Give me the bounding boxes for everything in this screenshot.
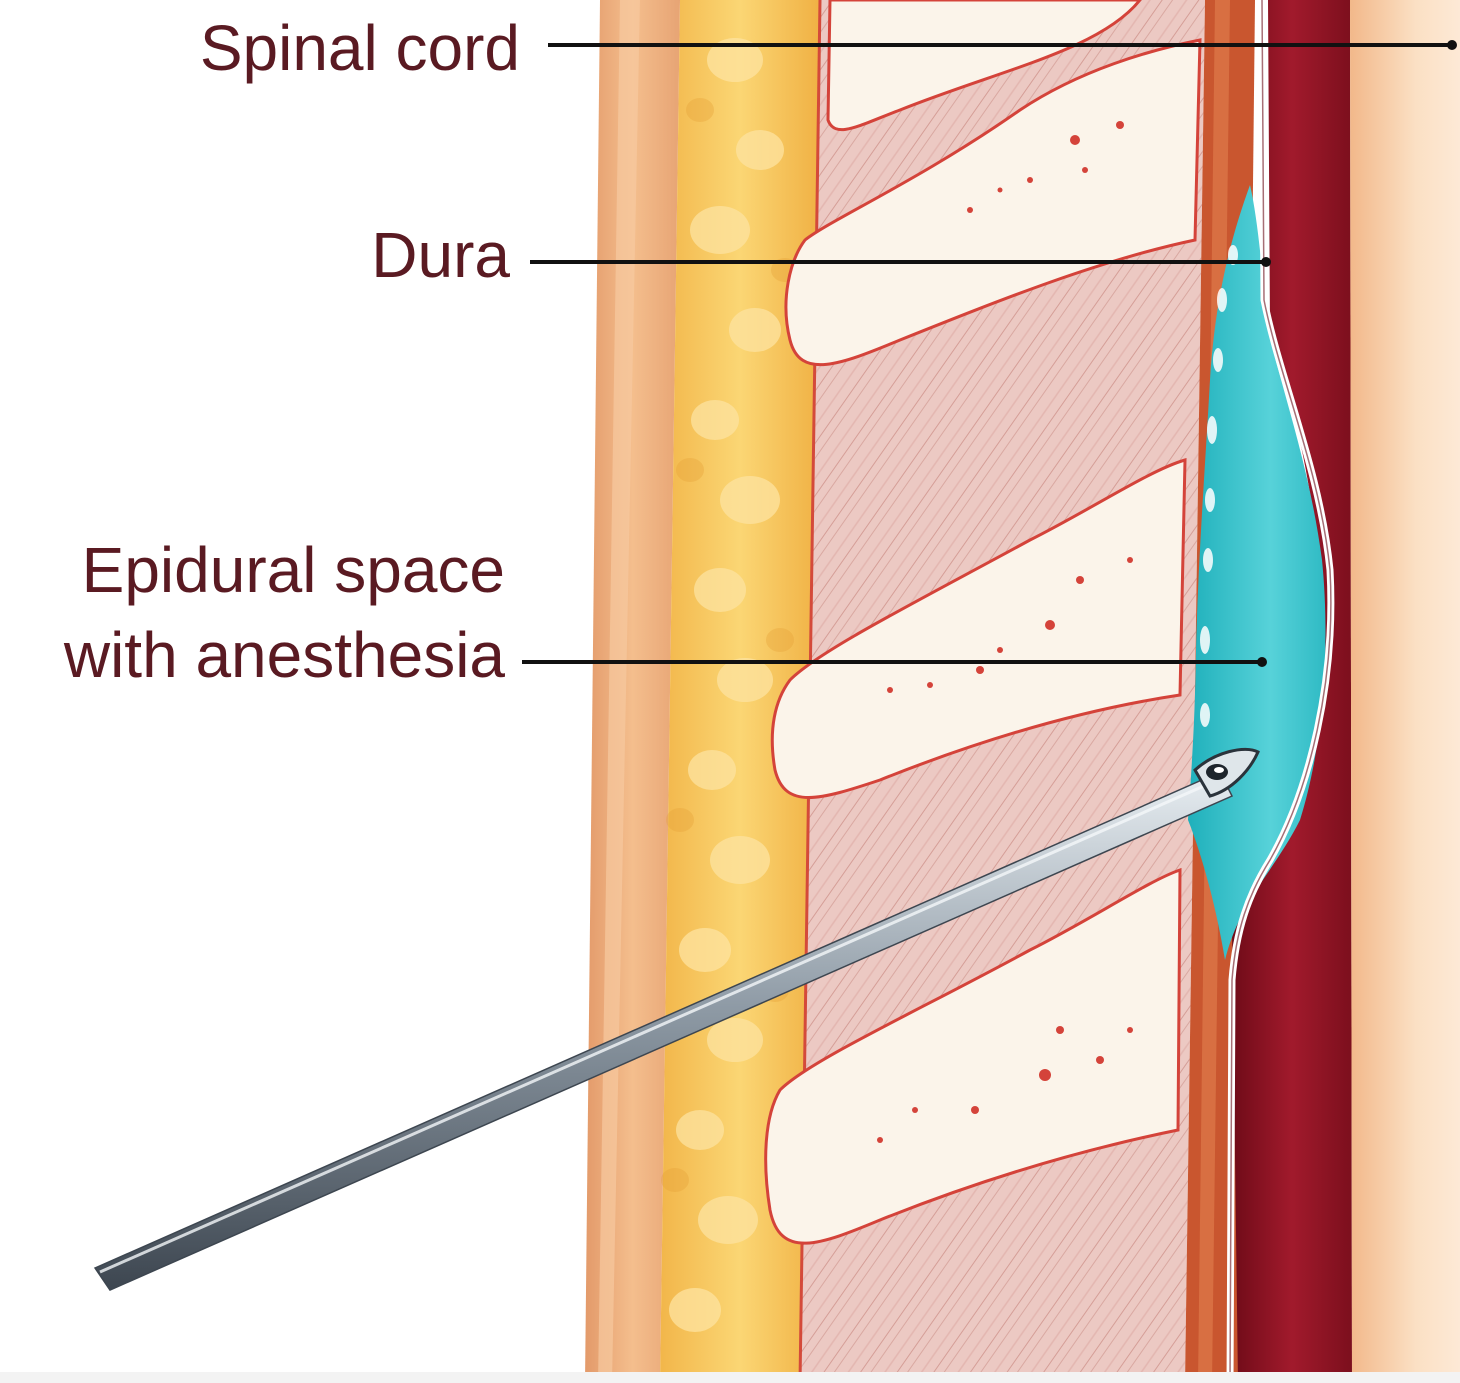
spinal-cord-leader-dot — [1447, 40, 1457, 50]
spinal-cord-label: Spinal cord — [200, 12, 520, 84]
epidural-leader-dot — [1257, 657, 1267, 667]
epidural-label-line1: Epidural space — [82, 534, 505, 606]
epidural-label-line2: with anesthesia — [63, 619, 506, 691]
bottom-border — [0, 1372, 1460, 1383]
vertebral-body — [1350, 0, 1460, 1383]
dura-leader-dot — [1261, 257, 1271, 267]
dura-label: Dura — [371, 219, 510, 291]
labels: Spinal cord Dura Epidural space with ane… — [63, 12, 520, 691]
